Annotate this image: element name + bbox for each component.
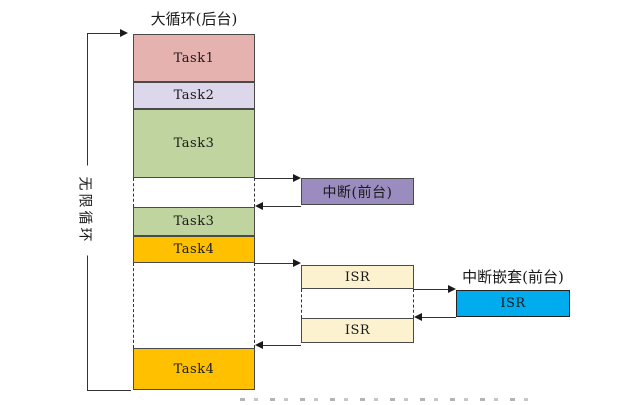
arrow-isr-return-line bbox=[260, 345, 301, 346]
task2-box: Task2 bbox=[133, 82, 255, 109]
task3-resume-box: Task3 bbox=[133, 207, 255, 236]
interrupt-box: 中断(前台) bbox=[301, 178, 414, 205]
nested-interrupt-title: 中断嵌套(前台) bbox=[462, 268, 564, 286]
arrow-task4-to-isr-line bbox=[255, 263, 294, 264]
column-gap1-left-dash bbox=[133, 178, 134, 207]
nested-isr-box: ISR bbox=[456, 290, 570, 317]
arrow-isr-to-nested-line bbox=[414, 289, 449, 290]
diagram-title: 大循环(后台) bbox=[150, 10, 238, 28]
column-gap2-right-dash bbox=[254, 263, 255, 348]
task4-resume-box: Task4 bbox=[133, 348, 255, 390]
arrow-task3-to-interrupt-line bbox=[255, 178, 294, 179]
isr1-box: ISR bbox=[301, 265, 414, 289]
arrowhead-isr-return-icon bbox=[255, 341, 263, 349]
arrow-nested-return-line bbox=[420, 317, 456, 318]
arrowhead-to-interrupt-icon bbox=[293, 174, 301, 182]
isr2-box: ISR bbox=[301, 318, 414, 343]
arrowhead-to-nested-isr-icon bbox=[448, 285, 456, 293]
arrow-interrupt-return-line bbox=[260, 206, 301, 207]
task4-box: Task4 bbox=[133, 236, 255, 263]
cropped-caption-marks bbox=[240, 398, 532, 401]
loop-rail-bottom-line bbox=[87, 390, 131, 391]
column-gap2-left-dash bbox=[133, 263, 134, 348]
task3-box: Task3 bbox=[133, 109, 255, 178]
isr-gap-left-dash bbox=[301, 289, 302, 318]
infinite-loop-label: 无限循环 bbox=[77, 165, 96, 256]
isr-gap-right-dash bbox=[413, 289, 414, 318]
loop-rail-top-line bbox=[87, 33, 121, 34]
arrowhead-interrupt-return-icon bbox=[255, 202, 263, 210]
arrowhead-to-isr-icon bbox=[293, 259, 301, 267]
arrowhead-nested-return-icon bbox=[414, 313, 422, 321]
column-gap1-right-dash bbox=[254, 178, 255, 207]
arrowhead-loop-top-icon bbox=[120, 29, 128, 37]
task1-box: Task1 bbox=[133, 34, 255, 82]
